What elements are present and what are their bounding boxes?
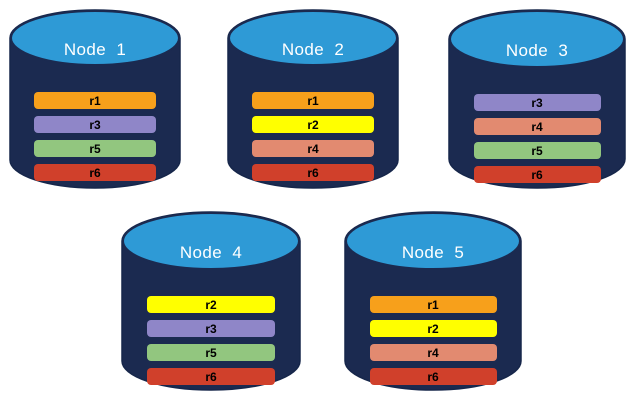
node-cylinder-4[interactable]: Node 4 r2 r3 r5 r6 — [121, 211, 301, 391]
replica-bar[interactable]: r6 — [252, 164, 374, 181]
cylinder-top-ellipse — [345, 212, 521, 270]
node-label: Node 2 — [281, 40, 345, 59]
replica-bar[interactable]: r3 — [34, 116, 156, 133]
replica-bar[interactable]: r5 — [147, 344, 275, 361]
replica-bar[interactable]: r6 — [34, 164, 156, 181]
replica-bar[interactable]: r3 — [147, 320, 275, 337]
replica-bar[interactable]: r4 — [369, 344, 497, 361]
cylinder-top-ellipse — [228, 10, 398, 66]
replica-list: r3 r4 r5 r6 — [449, 94, 625, 183]
node-cylinder-1[interactable]: Node 1 r1 r3 r5 r6 — [9, 9, 181, 189]
node-label: Node 3 — [505, 41, 569, 60]
replica-bar[interactable]: r3 — [473, 94, 601, 111]
replica-bar[interactable]: r1 — [34, 92, 156, 109]
node-label: Node 4 — [179, 243, 243, 262]
replica-list: r1 r2 r4 r6 — [345, 296, 521, 385]
replica-bar[interactable]: r2 — [252, 116, 374, 133]
node-cylinder-2[interactable]: Node 2 r1 r2 r4 r6 — [227, 9, 399, 189]
cylinder-top-ellipse — [122, 212, 300, 270]
replica-list: r2 r3 r5 r6 — [122, 296, 300, 385]
replica-list: r1 r3 r5 r6 — [10, 92, 180, 181]
replica-bar[interactable]: r4 — [473, 118, 601, 135]
replica-bar[interactable]: r6 — [147, 368, 275, 385]
replica-bar[interactable]: r4 — [252, 140, 374, 157]
replica-bar[interactable]: r1 — [252, 92, 374, 109]
replica-bar[interactable]: r5 — [473, 142, 601, 159]
node-label: Node 5 — [401, 243, 465, 262]
replica-bar[interactable]: r2 — [147, 296, 275, 313]
cylinder-top-ellipse — [449, 10, 625, 68]
node-label: Node 1 — [63, 40, 127, 59]
replica-bar[interactable]: r1 — [369, 296, 497, 313]
replica-list: r1 r2 r4 r6 — [228, 92, 398, 181]
replica-bar[interactable]: r6 — [369, 368, 497, 385]
node-cylinder-3[interactable]: Node 3 r3 r4 r5 r6 — [448, 9, 626, 189]
replica-bar[interactable]: r5 — [34, 140, 156, 157]
replica-bar[interactable]: r6 — [473, 166, 601, 183]
cylinder-top-ellipse — [10, 10, 180, 66]
node-cylinder-5[interactable]: Node 5 r1 r2 r4 r6 — [344, 211, 522, 391]
replica-bar[interactable]: r2 — [369, 320, 497, 337]
